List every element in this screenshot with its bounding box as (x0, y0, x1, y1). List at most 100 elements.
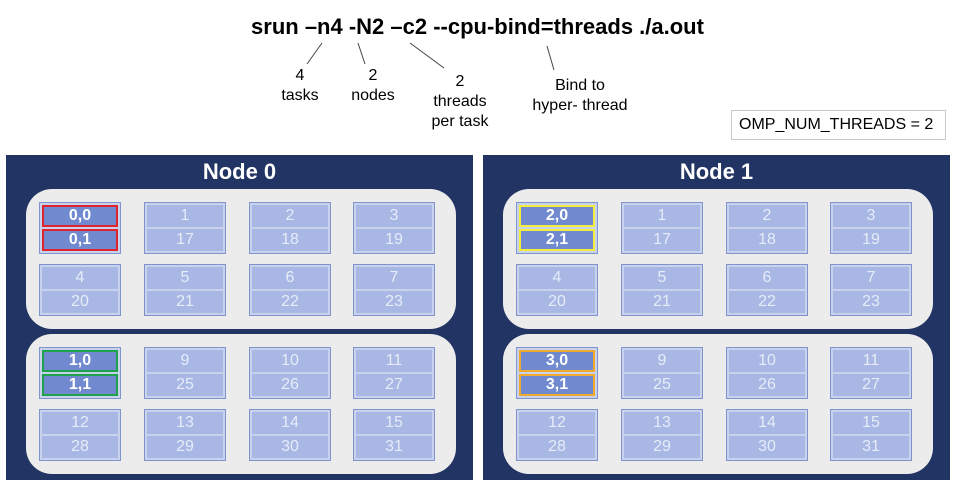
hw-thread-label: 5 (147, 267, 223, 289)
hw-thread-label: 19 (356, 229, 432, 251)
hw-thread-label: 3 (833, 205, 909, 227)
annotation-tasks: 4 tasks (270, 66, 330, 106)
hw-thread-label: 12 (519, 412, 595, 434)
hw-thread-label: 28 (42, 436, 118, 458)
hw-thread-label: 29 (147, 436, 223, 458)
hw-thread-label: 4 (42, 267, 118, 289)
annotation-connectors (306, 42, 555, 71)
task-thread-label: 1,0 (42, 350, 118, 372)
hw-thread-label: 5 (624, 267, 700, 289)
annotation-line: Bind to (555, 77, 605, 94)
annotation-line: 4 (295, 67, 305, 84)
annotation-threads: 2 threads per task (420, 72, 500, 132)
task-thread-label: 3,1 (519, 374, 595, 396)
annotation-line: tasks (281, 87, 319, 104)
hw-thread-label: 19 (833, 229, 909, 251)
task-thread-label: 2,1 (519, 229, 595, 251)
annotation-line: 2 (455, 73, 465, 90)
hw-thread-label: 26 (252, 374, 328, 396)
hw-thread-label: 6 (729, 267, 805, 289)
srun-command: srun –n4 -N2 –c2 --cpu-bind=threads ./a.… (251, 14, 704, 39)
hw-thread-label: 21 (147, 291, 223, 313)
hw-thread-label: 25 (624, 374, 700, 396)
hw-thread-label: 6 (252, 267, 328, 289)
hw-thread-label: 3 (356, 205, 432, 227)
omp-num-threads-box: OMP_NUM_THREADS = 2 (731, 110, 946, 140)
hw-thread-label: 10 (729, 350, 805, 372)
hw-thread-label: 11 (833, 350, 909, 372)
hw-thread-label: 17 (147, 229, 223, 251)
hw-thread-label: 23 (356, 291, 432, 313)
hw-thread-label: 2 (729, 205, 805, 227)
annotation-line: 2 (368, 67, 378, 84)
hw-thread-label: 28 (519, 436, 595, 458)
hw-thread-label: 20 (42, 291, 118, 313)
hw-thread-label: 26 (729, 374, 805, 396)
hw-thread-label: 13 (147, 412, 223, 434)
hw-thread-label: 7 (833, 267, 909, 289)
hw-thread-label: 30 (252, 436, 328, 458)
hw-thread-label: 31 (833, 436, 909, 458)
hw-thread-label: 20 (519, 291, 595, 313)
hw-thread-label: 9 (624, 350, 700, 372)
hw-thread-label: 25 (147, 374, 223, 396)
hw-thread-label: 18 (252, 229, 328, 251)
hw-thread-label: 4 (519, 267, 595, 289)
hw-thread-label: 13 (624, 412, 700, 434)
hw-thread-label: 11 (356, 350, 432, 372)
hw-thread-label: 15 (356, 412, 432, 434)
hw-thread-label: 29 (624, 436, 700, 458)
annotation-line: per task (431, 113, 489, 130)
hw-thread-label: 18 (729, 229, 805, 251)
task-thread-label: 0,0 (42, 205, 118, 227)
annotation-bind: Bind to hyper- thread (520, 76, 640, 116)
hw-thread-label: 17 (624, 229, 700, 251)
nodes-connector (357, 42, 366, 65)
task-thread-label: 1,1 (42, 374, 118, 396)
hw-thread-label: 27 (356, 374, 432, 396)
task-thread-label: 0,1 (42, 229, 118, 251)
bind-connector (546, 45, 555, 71)
hw-thread-label: 21 (624, 291, 700, 313)
hw-thread-label: 15 (833, 412, 909, 434)
hw-thread-label: 22 (252, 291, 328, 313)
hw-thread-label: 31 (356, 436, 432, 458)
hw-thread-label: 10 (252, 350, 328, 372)
annotation-line: threads (433, 93, 487, 110)
hw-thread-label: 2 (252, 205, 328, 227)
hw-thread-label: 14 (252, 412, 328, 434)
annotation-line: nodes (351, 87, 395, 104)
